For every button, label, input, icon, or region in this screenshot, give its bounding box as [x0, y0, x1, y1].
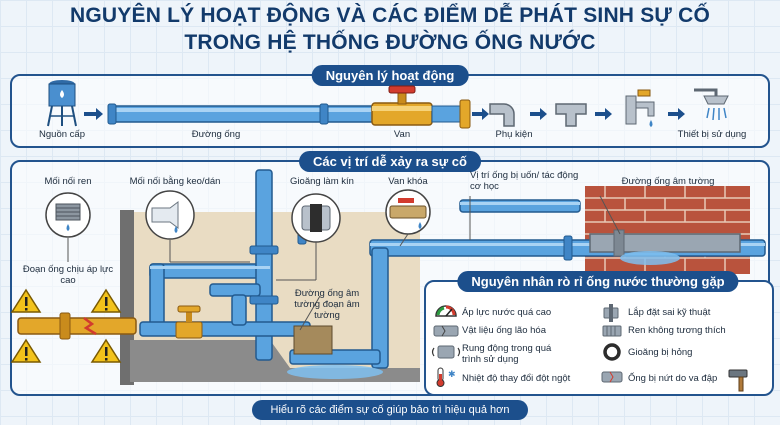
causes-panel [424, 280, 774, 396]
step-label-valve: Van [393, 129, 411, 140]
locations-heading: Các vị trí dễ xảy ra sự cố [299, 151, 481, 172]
label-lock-valve: Van khóa [388, 176, 428, 187]
principle-heading: Nguyên lý hoạt động [311, 65, 469, 86]
cause-thread-mismatch: Ren không tương thích [628, 325, 726, 336]
cause-wrong-install: Lắp đặt sai kỹ thuật [628, 307, 711, 318]
footer-banner: Hiểu rõ các điểm sự cố giúp bảo trì hiệu… [252, 400, 528, 420]
cause-temperature: Nhiệt độ thay đổi đột ngột [462, 373, 571, 384]
cause-vibration: Rung động trong quá trình sử dụng [462, 343, 552, 365]
cause-high-pressure: Áp lực nước quá cao [462, 307, 552, 318]
label-gasket: Gioăng làm kín [290, 176, 354, 187]
label-high-pressure: Đoạn ống chịu áp lực cao [22, 264, 114, 286]
step-label-device: Thiết bị sử dụng [677, 129, 747, 140]
label-threaded-joint: Mối nối ren [44, 176, 92, 187]
causes-heading: Nguyên nhân rò rỉ ống nước thường gặp [457, 271, 739, 292]
main-title-line-2: TRONG HỆ THỐNG ĐƯỜNG ỐNG NƯỚC [184, 31, 596, 54]
step-label-pipe: Đường ống [191, 129, 241, 140]
label-wall-pipe: Đường ống âm tường [621, 176, 715, 187]
label-wall-section: Đường ống âm tường đoạn âm tường [294, 288, 360, 321]
step-label-fitting: Phụ kiện [495, 129, 533, 140]
cause-aging-material: Vật liệu ống lão hóa [462, 325, 546, 336]
main-title-line-1: NGUYÊN LÝ HOẠT ĐỘNG VÀ CÁC ĐIỂM DỄ PHÁT … [70, 4, 710, 27]
label-bent-pipe: Vị trí ống bị uốn/ tác động cơ học [470, 170, 579, 192]
label-glue-joint: Mối nối bằng keo/dán [129, 176, 221, 187]
step-label-source: Nguồn cấp [39, 129, 85, 140]
cause-gasket-broken: Gioăng bị hỏng [628, 347, 693, 358]
cause-impact-crack: Ống bị nứt do va đập [628, 373, 718, 384]
